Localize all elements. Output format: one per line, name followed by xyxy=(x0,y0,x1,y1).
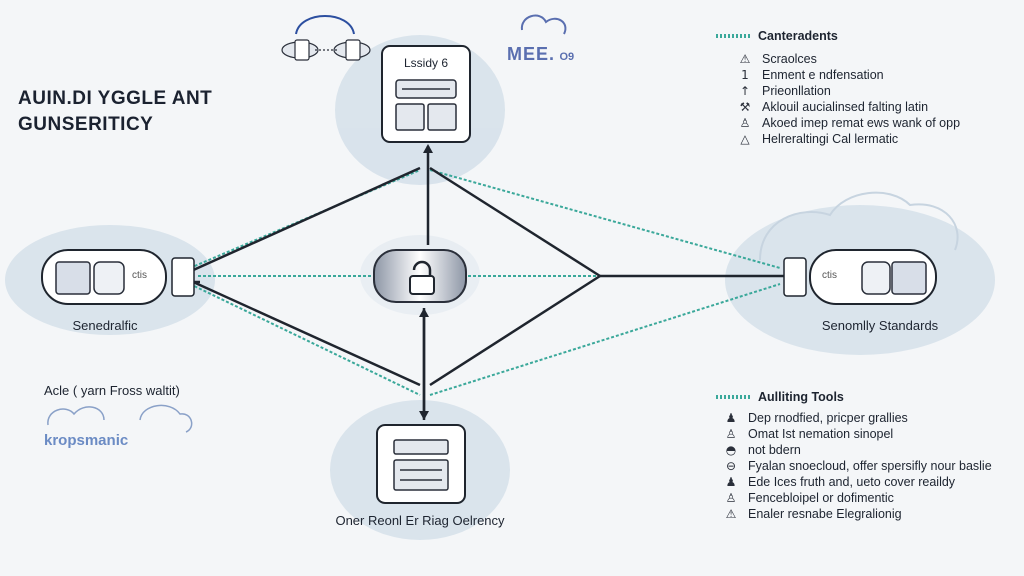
minus-circle-icon: ⊖ xyxy=(725,459,737,473)
legend-item: ⚠ Enaler resnabe Elegralionig xyxy=(724,506,1016,522)
legend-rule xyxy=(716,34,752,38)
legend-item-text: Fyalan snoecloud, offer spersifly nour b… xyxy=(748,459,992,473)
legend-top-heading-text: Canteradents xyxy=(758,29,838,43)
title-line-2: GUNSERITICY xyxy=(18,114,154,135)
legend-item: ♙ Fencebloipel or dofimentic xyxy=(724,490,1016,506)
legend-bottom-list: ♟ Dep rnodfied, pricper grallies ♙ Omat Ist… xyxy=(724,410,1016,522)
legend-item: △ Helreraltingi Cal lermatic xyxy=(738,131,1016,147)
legend-item: ⚠ Scraolces xyxy=(738,51,1016,67)
left-cloud-brand: kropsmanic xyxy=(44,432,129,449)
shield-icon: ◓ xyxy=(725,443,737,457)
legend-item: ⚒ Aklouil aucialinsed falting latin xyxy=(738,99,1016,115)
legend-bottom-heading-text: Aulliting Tools xyxy=(758,390,844,404)
legend-item-text: Aklouil aucialinsed falting latin xyxy=(762,100,929,114)
legend-item-text: Scraolces xyxy=(762,52,817,66)
node-right-tag: ctis xyxy=(822,270,837,281)
legend-item: ♙ Omat Ist nemation sinopel xyxy=(724,426,1016,442)
arrow-up-icon: ↑ xyxy=(739,84,751,98)
legend-bottom-heading: Aulliting Tools xyxy=(716,390,1016,404)
node-left-tag: ctis xyxy=(132,270,147,281)
warning-icon: ⚠ xyxy=(725,507,737,521)
left-cloud-doodles xyxy=(47,404,193,433)
top-brand-suffix: O9 xyxy=(559,51,575,63)
node-bottom-label: Oner Reonl Er Riag Oelrency xyxy=(335,513,505,528)
title-line-1: AUIN.DI YGGLE ANT xyxy=(18,88,213,109)
legend-top-heading: Canteradents xyxy=(716,29,1016,43)
legend-item-text: Prieonllation xyxy=(762,84,831,98)
legend-item: ♙ Akoed imep remat ews wank of opp xyxy=(738,115,1016,131)
legend-item-text: Helreraltingi Cal lermatic xyxy=(762,132,899,146)
legend-item-text: Enment e ndfensation xyxy=(762,68,884,82)
legend-item-text: Fencebloipel or dofimentic xyxy=(748,491,894,505)
device-pair-icon xyxy=(281,15,371,61)
legend-item: ♟ Dep rnodfied, pricper grallies xyxy=(724,410,1016,426)
legend-item-text: Ede Ices fruth and, ueto cover reaildy xyxy=(748,475,956,489)
node-right-label: Senomlly Standards xyxy=(821,318,939,333)
tools-icon: ⚒ xyxy=(739,100,751,114)
diagram-title: AUIN.DI YGGLE ANT GUNSERITICY xyxy=(18,86,212,138)
legend-item: ↑ Prieonllation xyxy=(738,83,1016,99)
triangle-icon: △ xyxy=(740,132,750,146)
legend-top: Canteradents ⚠ Scraolces 1 Enment e ndfensa… xyxy=(716,29,1016,147)
left-cloud-note: Acle ( yarn Fross waltit) xyxy=(44,383,180,398)
legend-item: ♟ Ede Ices fruth and, ueto cover reaildy xyxy=(724,474,1016,490)
legend-item: ⊖ Fyalan snoecloud, offer spersifly nour … xyxy=(724,458,1016,474)
pawn-icon: ♟ xyxy=(725,411,737,425)
right-cloud-outline xyxy=(759,191,959,261)
legend-item-text: Enaler resnabe Elegralionig xyxy=(748,507,902,521)
node-top-label: Lssidy 6 xyxy=(403,56,449,70)
node-right[interactable] xyxy=(783,249,937,305)
top-brand-text: MEE. xyxy=(507,44,556,64)
legend-item-text: Dep rnodfied, pricper grallies xyxy=(748,411,908,425)
legend-item: 1 Enment e ndfensation xyxy=(738,67,1016,83)
person-icon: ♙ xyxy=(725,491,737,505)
legend-top-list: ⚠ Scraolces 1 Enment e ndfensation ↑ Prieonll… xyxy=(738,51,1016,147)
number-one-icon: 1 xyxy=(741,68,749,82)
legend-item: ◓ not bdern xyxy=(724,442,1016,458)
warning-icon: ⚠ xyxy=(739,52,751,66)
legend-item-text: Omat Ist nemation sinopel xyxy=(748,427,894,441)
pawn-icon: ♟ xyxy=(725,475,737,489)
person-icon: ♙ xyxy=(725,427,737,441)
cloud-brand-icon xyxy=(520,14,567,35)
diamond-links xyxy=(179,166,785,387)
node-left-label: Senedralfic xyxy=(72,318,138,333)
top-brand: MEE. O9 xyxy=(507,44,574,65)
node-bottom[interactable] xyxy=(376,424,466,504)
node-top[interactable] xyxy=(381,45,471,143)
legend-rule xyxy=(716,395,752,399)
legend-item-text: not bdern xyxy=(748,443,801,457)
legend-bottom: Aulliting Tools ♟ Dep rnodfied, pricper g… xyxy=(716,390,1016,522)
lock-icon xyxy=(373,249,467,303)
person-icon: ♙ xyxy=(739,116,751,130)
legend-item-text: Akoed imep remat ews wank of opp xyxy=(762,116,961,130)
node-left[interactable] xyxy=(41,249,195,305)
vertical-arrows xyxy=(174,144,433,420)
